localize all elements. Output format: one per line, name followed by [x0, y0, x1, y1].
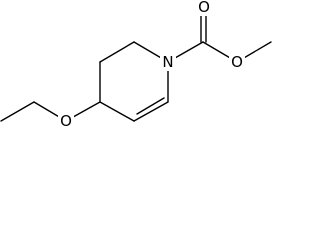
- atom-o-ether-label: O: [60, 112, 72, 130]
- bond-c3-c2-inner: [136, 97, 165, 115]
- atom-o-carbonyl: O: [196, 0, 212, 16]
- bond-c4-c3: [99, 101, 135, 122]
- bond-c3-c2: [133, 101, 169, 122]
- bond-c6-c5: [99, 41, 135, 63]
- atom-o-ester: O: [229, 53, 245, 71]
- atom-o-ester-label: O: [231, 53, 243, 71]
- bond-ch2-ch3: [0, 101, 35, 122]
- atom-n1: N: [160, 53, 176, 71]
- atom-o-ether: O: [58, 112, 74, 130]
- atom-n1-label: N: [162, 53, 173, 71]
- chemical-structure: N O O O: [0, 0, 272, 130]
- atom-o-carbonyl-label: O: [198, 0, 210, 16]
